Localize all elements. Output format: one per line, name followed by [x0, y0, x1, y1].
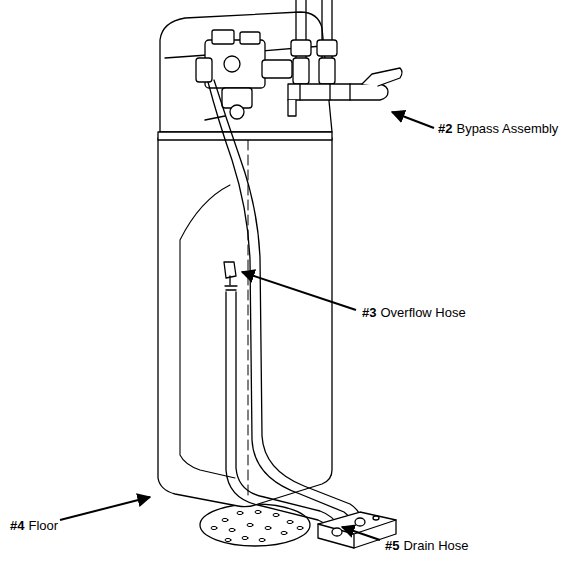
callout-number: #4	[10, 518, 24, 533]
leader-lines	[60, 112, 434, 540]
callout: #5 Drain Hose	[385, 538, 469, 554]
callout: #4 Floor	[10, 518, 58, 534]
part-name: Overflow Hose	[380, 305, 465, 320]
callout-number: #5	[385, 538, 399, 553]
bypass-assembly	[288, 68, 402, 116]
callout: #3 Overflow Hose	[362, 305, 466, 321]
drain-block	[318, 512, 396, 548]
callout-number: #2	[438, 121, 452, 136]
callout: #2 Bypass Assembly	[438, 121, 558, 137]
control-valve	[196, 30, 292, 120]
callout-number: #3	[362, 305, 376, 320]
part-name: Bypass Assembly	[456, 121, 558, 136]
part-name: Drain Hose	[403, 538, 468, 553]
drain-hose	[208, 80, 362, 528]
supply-pipes	[291, 0, 337, 84]
cabinet-body	[158, 138, 332, 507]
floor-drain	[200, 504, 310, 546]
part-name: Floor	[28, 518, 58, 533]
